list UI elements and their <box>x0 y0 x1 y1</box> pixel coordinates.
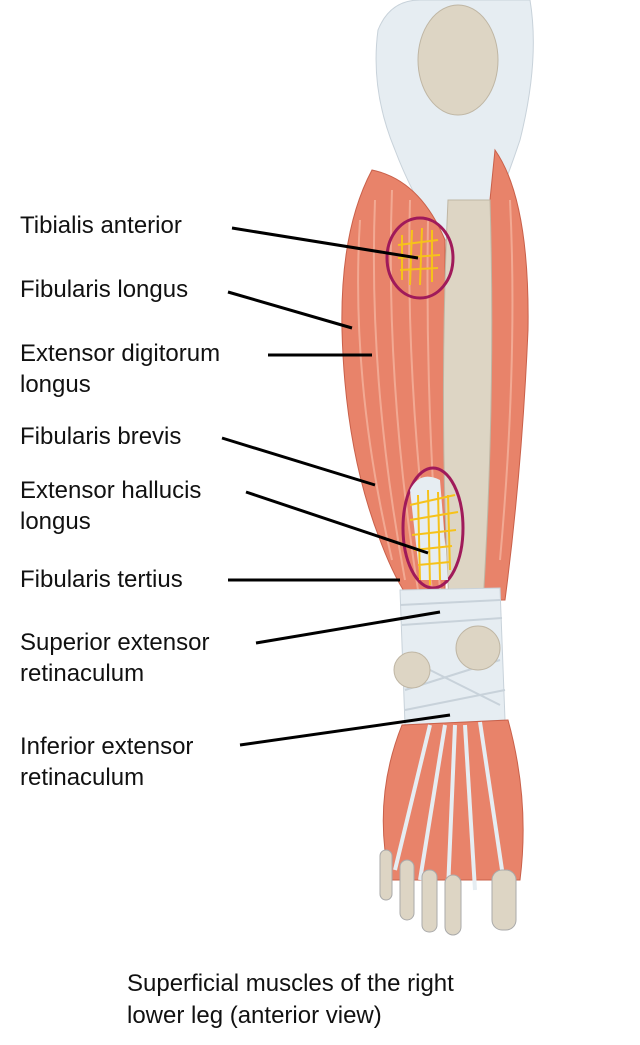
label-line: retinaculum <box>20 660 145 687</box>
label-extensor-hallucis: Extensor hallucis longus <box>20 475 201 537</box>
toes <box>379 849 517 936</box>
label-extensor-digitorum: Extensor digitorum longus <box>20 338 220 400</box>
caption-line: lower leg (anterior view) <box>127 1002 382 1029</box>
medial-malleolus <box>393 651 431 689</box>
label-line: Inferior extensor <box>20 733 194 760</box>
figure-caption: Superficial muscles of the right lower le… <box>127 968 454 1032</box>
label-fibularis-tertius: Fibularis tertius <box>20 566 183 593</box>
ankle-bone <box>455 625 501 671</box>
label-inferior-retinaculum: Inferior extensor retinaculum <box>20 731 193 793</box>
label-line: longus <box>20 508 91 535</box>
label-line: Extensor digitorum <box>20 340 221 367</box>
label-superior-retinaculum: Superior extensor retinaculum <box>20 627 209 689</box>
caption-line: Superficial muscles of the right <box>127 970 454 997</box>
medial-muscles <box>479 148 529 601</box>
label-line: Extensor hallucis <box>20 477 202 504</box>
tibia <box>442 199 493 621</box>
label-fibularis-longus: Fibularis longus <box>20 276 189 303</box>
label-line: longus <box>20 371 91 398</box>
label-fibularis-brevis: Fibularis brevis <box>20 423 182 450</box>
highlight-circle-upper <box>385 216 455 300</box>
hatch-lower <box>409 489 459 586</box>
leader-lines <box>221 226 451 747</box>
label-line: retinaculum <box>20 764 145 791</box>
foot-tendons <box>393 721 507 891</box>
highlight-circle-lower <box>401 466 465 590</box>
label-line: Superior extensor <box>20 629 210 656</box>
patella <box>417 4 499 116</box>
label-tibialis-anterior: Tibialis anterior <box>20 212 182 239</box>
